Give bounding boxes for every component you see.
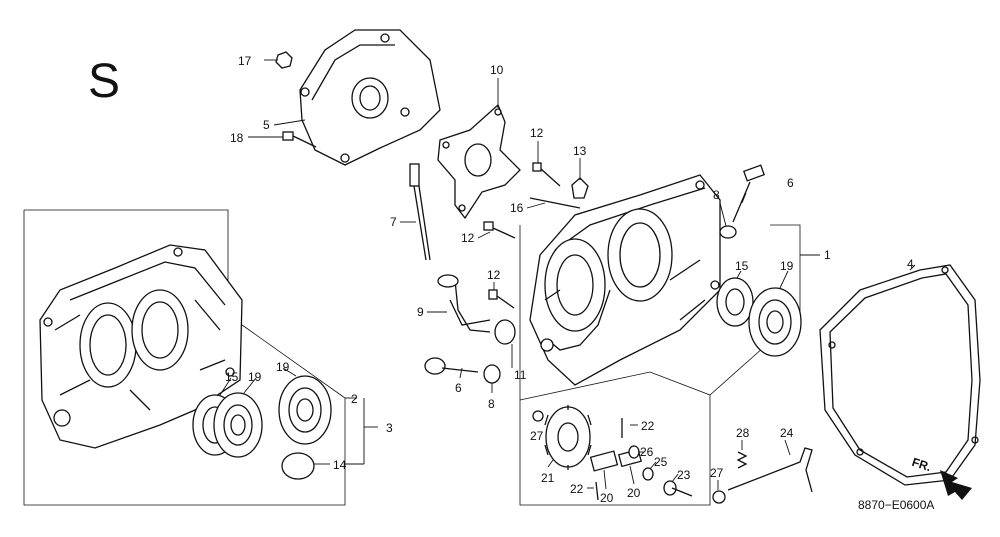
breather-tube-9 bbox=[440, 279, 491, 333]
oil-pump-frame bbox=[519, 371, 711, 401]
washer-8-upper bbox=[719, 225, 737, 239]
spring-28 bbox=[736, 451, 748, 469]
rotor-20-left bbox=[589, 450, 619, 472]
bolt-23 bbox=[663, 480, 693, 497]
bolt-12-middle bbox=[483, 221, 516, 239]
drain-plug-6-upper bbox=[732, 164, 766, 223]
callout-12b: 12 bbox=[461, 231, 475, 245]
callout-13: 13 bbox=[573, 144, 587, 158]
callout-6a: 6 bbox=[455, 381, 462, 395]
callout-4: 4 bbox=[907, 257, 914, 271]
callout-10: 10 bbox=[490, 63, 504, 77]
leader-lines bbox=[219, 59, 916, 490]
nut-17 bbox=[275, 51, 293, 69]
callout-17: 17 bbox=[238, 54, 252, 68]
washer-25 bbox=[642, 467, 654, 481]
front-direction-arrow bbox=[940, 470, 972, 500]
callout-15a: 15 bbox=[225, 370, 239, 384]
callout-27b: 27 bbox=[710, 466, 724, 480]
callout-19c: 19 bbox=[780, 259, 794, 273]
callout-27a: 27 bbox=[530, 429, 544, 443]
bearing-left-19b bbox=[278, 375, 332, 445]
callout-28: 28 bbox=[736, 426, 750, 440]
front-direction-label: FR. bbox=[910, 455, 933, 474]
bearing-left-19a bbox=[213, 392, 263, 458]
crankcase-1 bbox=[529, 174, 721, 386]
callout-15b: 15 bbox=[735, 259, 749, 273]
seal-11 bbox=[494, 319, 516, 345]
section-letter: S bbox=[88, 55, 120, 108]
callout-2: 2 bbox=[351, 392, 358, 406]
wrench-24 bbox=[727, 447, 813, 493]
callout-7: 7 bbox=[390, 215, 397, 229]
callout-19a: 19 bbox=[248, 370, 262, 384]
callout-25: 25 bbox=[654, 455, 668, 469]
washer-26 bbox=[628, 445, 640, 459]
case-gasket-4 bbox=[819, 264, 981, 486]
oil-pump-gear-21 bbox=[544, 405, 592, 470]
callout-8b: 8 bbox=[713, 188, 720, 202]
callout-3: 3 bbox=[386, 421, 393, 435]
callout-21: 21 bbox=[541, 471, 555, 485]
callout-6b: 6 bbox=[787, 176, 794, 190]
callout-12c: 12 bbox=[487, 268, 501, 282]
tube-9-end bbox=[437, 274, 459, 288]
gasket-10 bbox=[437, 103, 521, 220]
oil-level-rod-7 bbox=[409, 163, 431, 261]
callout-22a: 22 bbox=[641, 419, 655, 433]
pin-22-lower bbox=[595, 481, 599, 501]
callout-23: 23 bbox=[677, 468, 691, 482]
left-crankcase-cover bbox=[39, 244, 243, 449]
callout-24: 24 bbox=[780, 426, 794, 440]
callout-11: 11 bbox=[514, 368, 527, 382]
drain-plug-6-lower bbox=[424, 357, 479, 375]
bolt-18 bbox=[282, 131, 317, 148]
stud-16 bbox=[529, 197, 581, 209]
callout-26: 26 bbox=[640, 445, 654, 459]
callout-9: 9 bbox=[417, 305, 424, 319]
washer-8-lower bbox=[483, 364, 501, 384]
callout-20a: 20 bbox=[600, 491, 614, 505]
bolt-12-lower bbox=[488, 289, 515, 309]
diagram-code: 8870−E0600A bbox=[858, 498, 934, 512]
callout-5: 5 bbox=[263, 118, 270, 132]
callout-16: 16 bbox=[510, 201, 524, 215]
washer-27-right bbox=[712, 490, 726, 504]
callout-20b: 20 bbox=[627, 486, 641, 500]
o-ring-14 bbox=[281, 452, 315, 480]
clip-13 bbox=[571, 177, 589, 199]
bolt-12-upper bbox=[532, 162, 561, 187]
callout-8a: 8 bbox=[488, 397, 495, 411]
washer-27-left bbox=[532, 410, 544, 422]
callout-19b: 19 bbox=[276, 360, 290, 374]
gear-cover-5 bbox=[299, 29, 441, 166]
callout-12a: 12 bbox=[530, 126, 544, 140]
bearing-right-15 bbox=[716, 277, 754, 327]
callout-14: 14 bbox=[333, 458, 347, 472]
bearing-right-19 bbox=[748, 287, 802, 357]
callout-22b: 22 bbox=[570, 482, 584, 496]
callout-18: 18 bbox=[230, 131, 244, 145]
callout-1: 1 bbox=[824, 248, 831, 262]
callout-numbers: 17 5 18 10 12 13 16 7 12 12 9 6 8 11 8 6… bbox=[225, 54, 914, 505]
